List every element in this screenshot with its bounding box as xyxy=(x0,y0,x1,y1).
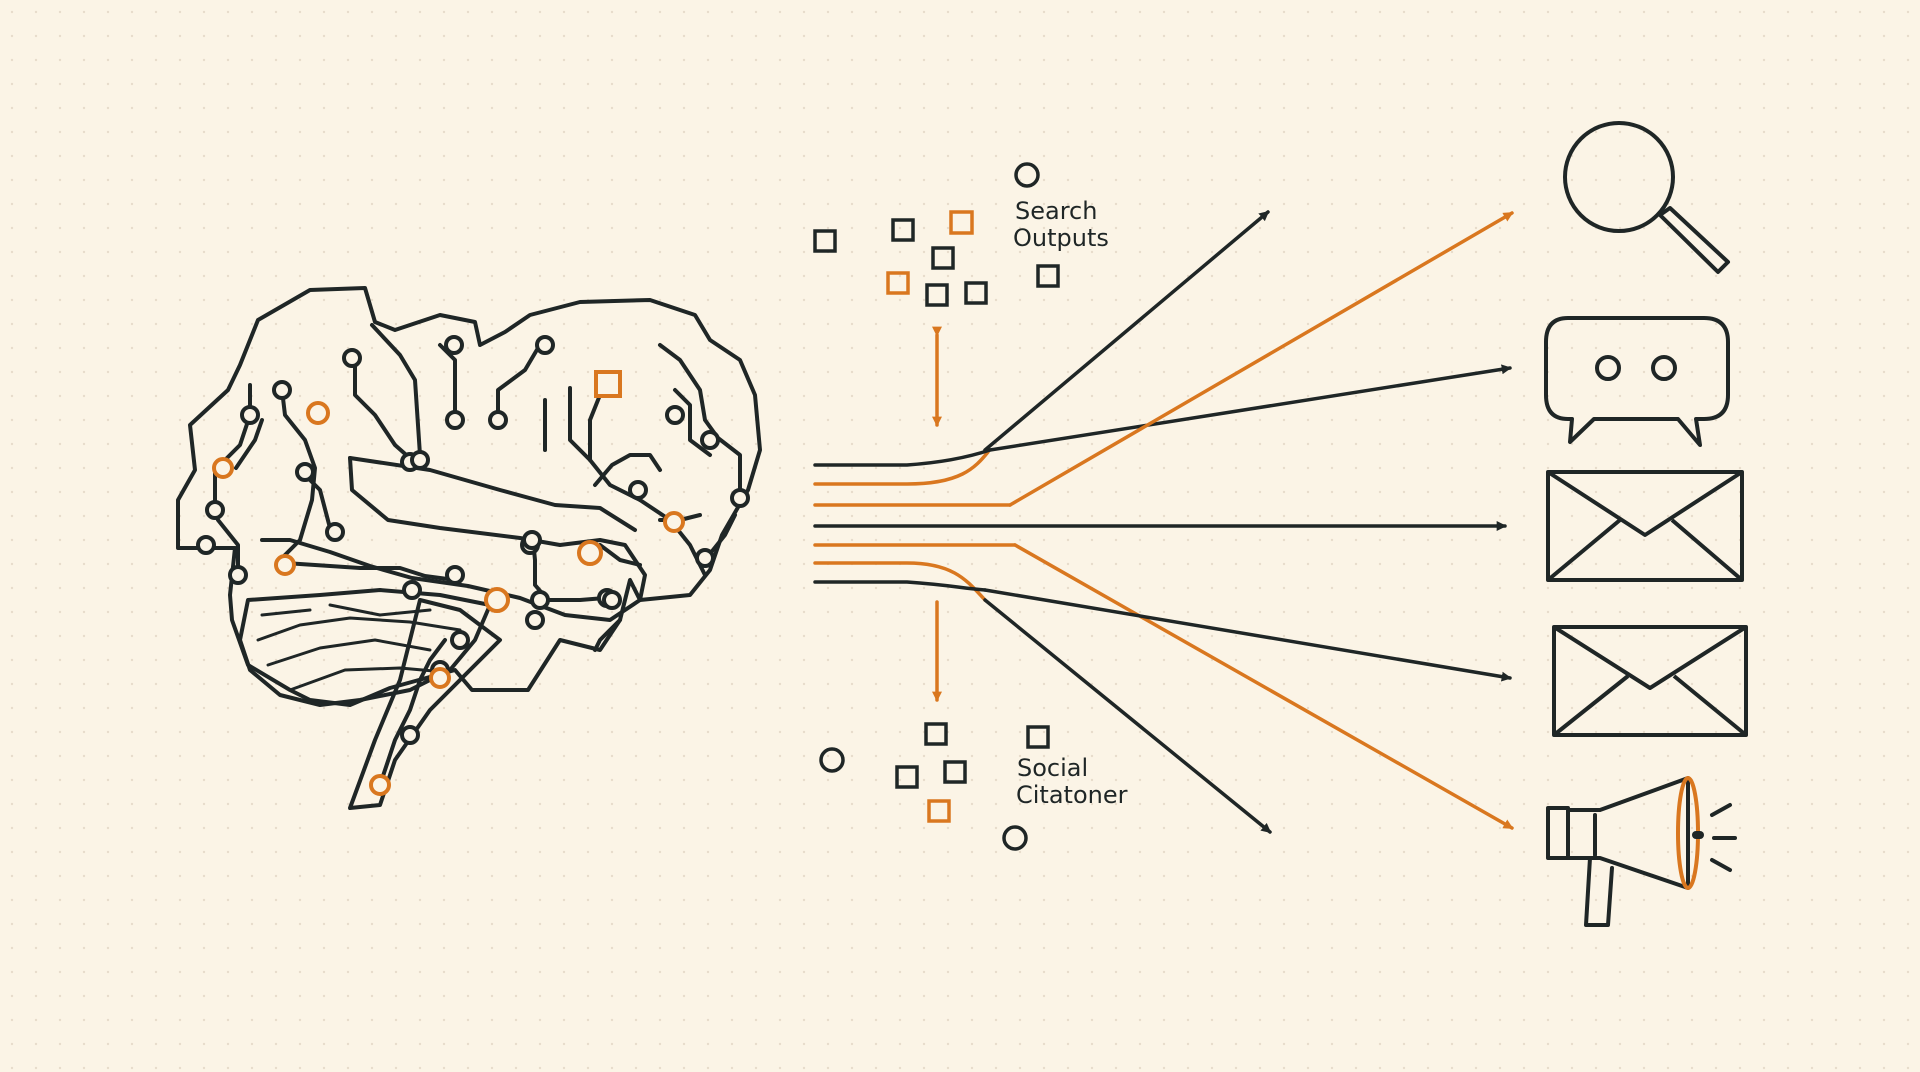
search-outputs-label-line1: Search xyxy=(1015,197,1097,225)
arrow-to-search xyxy=(1008,211,1514,507)
envelope-icon xyxy=(1552,625,1748,737)
chat-bubble-icon xyxy=(1544,316,1730,447)
channel-orange-4 xyxy=(813,561,987,602)
arrow-to-chat xyxy=(988,364,1512,452)
megaphone-icon xyxy=(1546,776,1737,927)
social-citatoner-cluster xyxy=(819,722,1050,851)
channel-ink-bottom xyxy=(813,580,987,592)
envelope-icon xyxy=(1546,470,1744,582)
channel-lines xyxy=(813,450,1507,602)
social-citatoner-label-line2: Citatoner xyxy=(1016,781,1128,809)
channel-orange-1 xyxy=(813,450,990,486)
search-outputs-label-line2: Outputs xyxy=(1013,224,1109,252)
arrow-down-ink xyxy=(983,598,1272,834)
arrow-to-megaphone xyxy=(1013,543,1514,830)
brain-circuit-icon xyxy=(176,286,762,810)
fan-arrows xyxy=(983,210,1514,834)
search-outputs-cluster xyxy=(813,162,1060,307)
social-citatoner-label-line1: Social xyxy=(1017,754,1088,782)
brain-outline xyxy=(176,286,762,707)
arrow-up-ink xyxy=(983,210,1270,452)
magnifier-icon xyxy=(1563,121,1730,274)
brain-accent-nodes xyxy=(212,370,685,796)
arrow-to-email-2 xyxy=(983,588,1512,682)
